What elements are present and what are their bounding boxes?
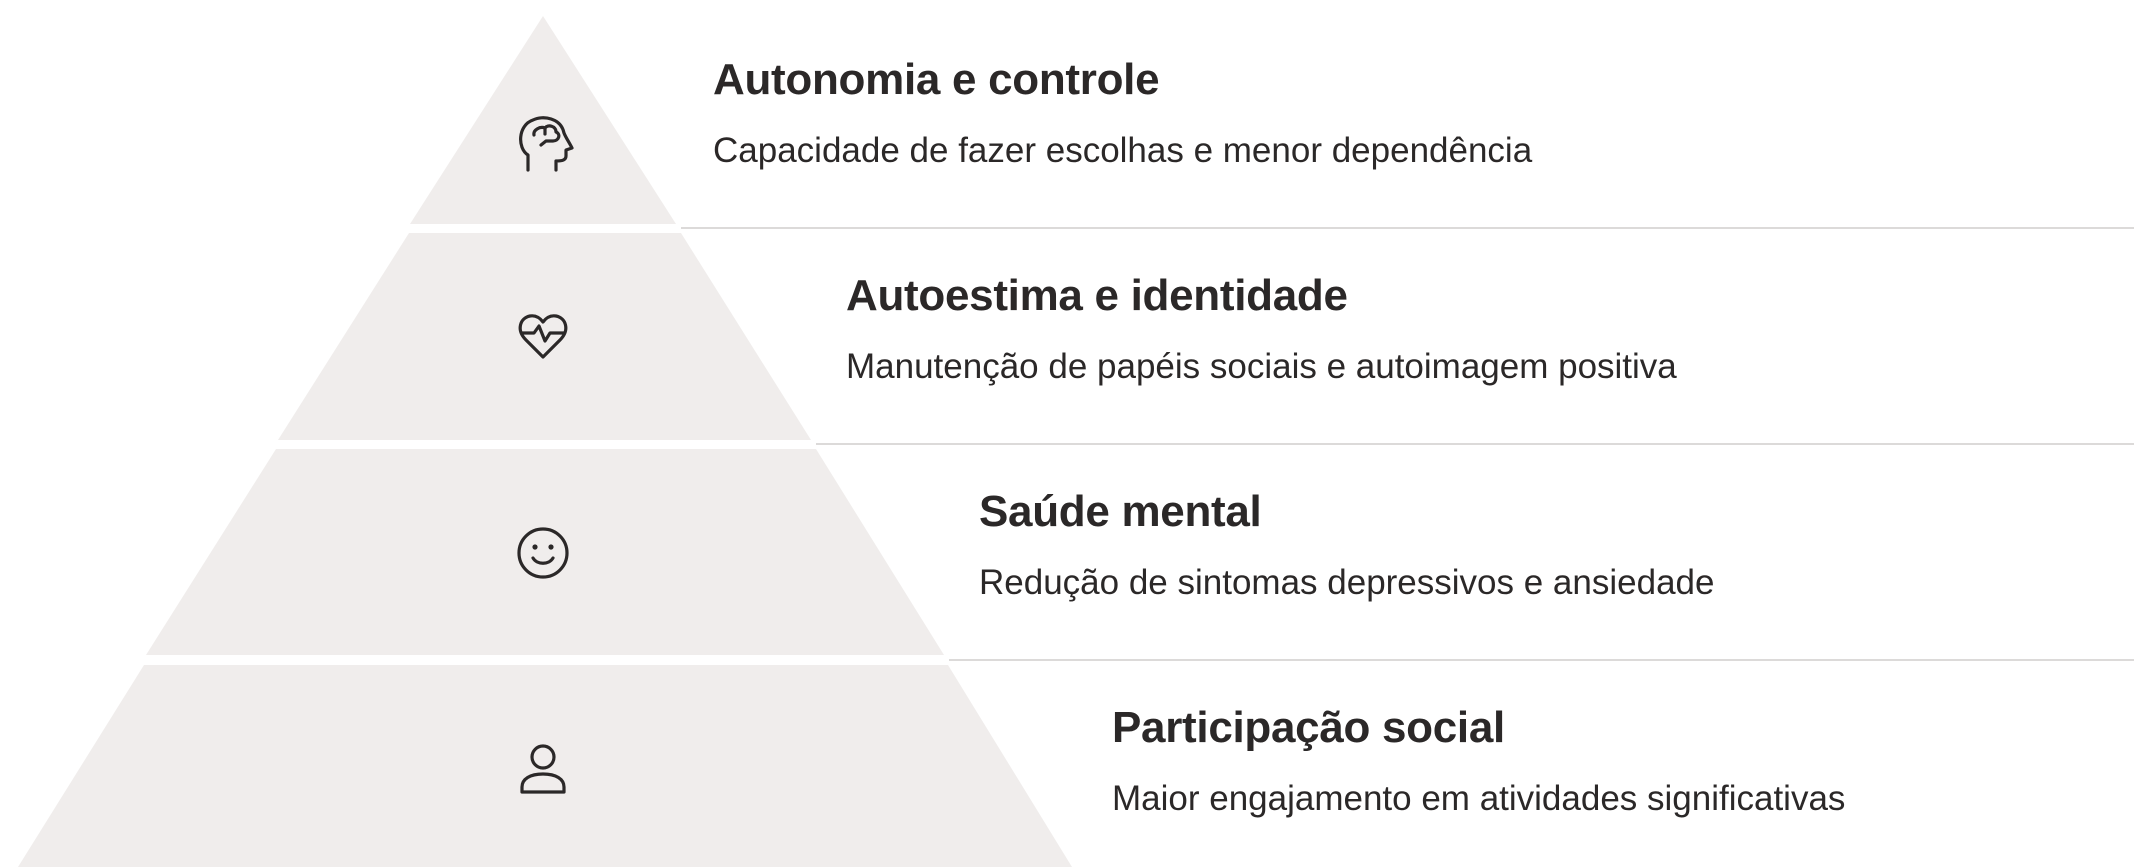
tier-3-description: Redução de sintomas depressivos e ansied… (979, 563, 1715, 602)
brain-head-icon (519, 116, 574, 172)
pyramid-tier-4 (18, 665, 1072, 867)
tier-1-text: Autonomia e controle Capacidade de fazer… (713, 54, 1532, 172)
tier-1-description: Capacidade de fazer escolhas e menor dep… (713, 131, 1533, 170)
pyramid-tier-1 (410, 16, 676, 224)
tier-3-text: Saúde mental Redução de sintomas depress… (979, 486, 1714, 604)
tier-3-title: Saúde mental (979, 487, 1262, 536)
smiley-icon (517, 527, 569, 579)
heart-pulse-icon (518, 314, 568, 359)
tier-2-description: Manutenção de papéis sociais e autoimage… (846, 347, 1677, 386)
tier-2-title: Autoestima e identidade (846, 271, 1348, 320)
tier-4-text: Participação social Maior engajamento em… (1112, 702, 1845, 820)
person-icon (520, 744, 566, 794)
pyramid-tier-3 (146, 449, 944, 655)
tier-1-title: Autonomia e controle (713, 55, 1160, 104)
tier-4-title: Participação social (1112, 703, 1505, 752)
tier-2-text: Autoestima e identidade Manutenção de pa… (846, 270, 1677, 388)
tier-4-description: Maior engajamento em atividades signific… (1112, 779, 1846, 818)
